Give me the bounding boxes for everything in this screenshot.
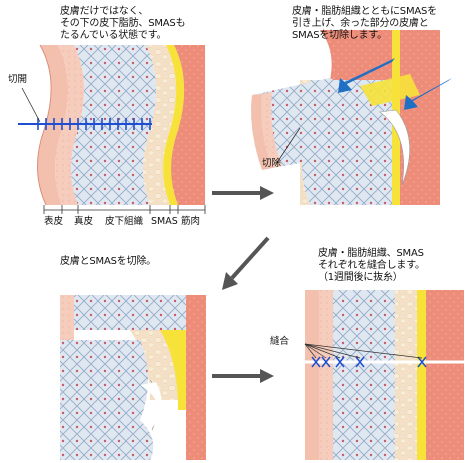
- panel4-tissue: [305, 290, 464, 460]
- suture-pointer-lines: [304, 343, 423, 359]
- excision-label: 切除: [262, 158, 282, 169]
- panel4-caption: 皮膚・脂肪組織、SMAS それぞれを縫合します。 （1週間後に抜糸）: [318, 248, 425, 283]
- suture-label: 縫合: [270, 336, 290, 347]
- suture-marks: [311, 356, 427, 368]
- layer-label-dermis: 真皮: [74, 216, 94, 227]
- incision-label: 切開: [8, 74, 28, 85]
- panel2-tissue: [251, 30, 452, 205]
- panel3-caption: 皮膚とSMASを切除。: [60, 256, 156, 267]
- panel1-caption: 皮膚だけではなく、 その下の皮下脂肪、SMASも たるんでいる状態です。: [60, 6, 186, 41]
- panel3-tissue: [60, 295, 206, 460]
- incision-line: [18, 87, 152, 130]
- layer-scale: [43, 205, 206, 214]
- layer-label-muscle: 筋肉: [181, 216, 201, 227]
- layer-label-epidermis: 表皮: [44, 216, 64, 227]
- layer-label-subcutaneous: 皮下組織: [105, 216, 144, 227]
- layer-label-smas: SMAS: [151, 216, 178, 227]
- flow-arrows: [212, 186, 274, 383]
- panel2-caption: 皮膚・脂肪組織とともにSMASを 引き上げ、余った部分の皮膚と SMASを切除し…: [292, 6, 437, 41]
